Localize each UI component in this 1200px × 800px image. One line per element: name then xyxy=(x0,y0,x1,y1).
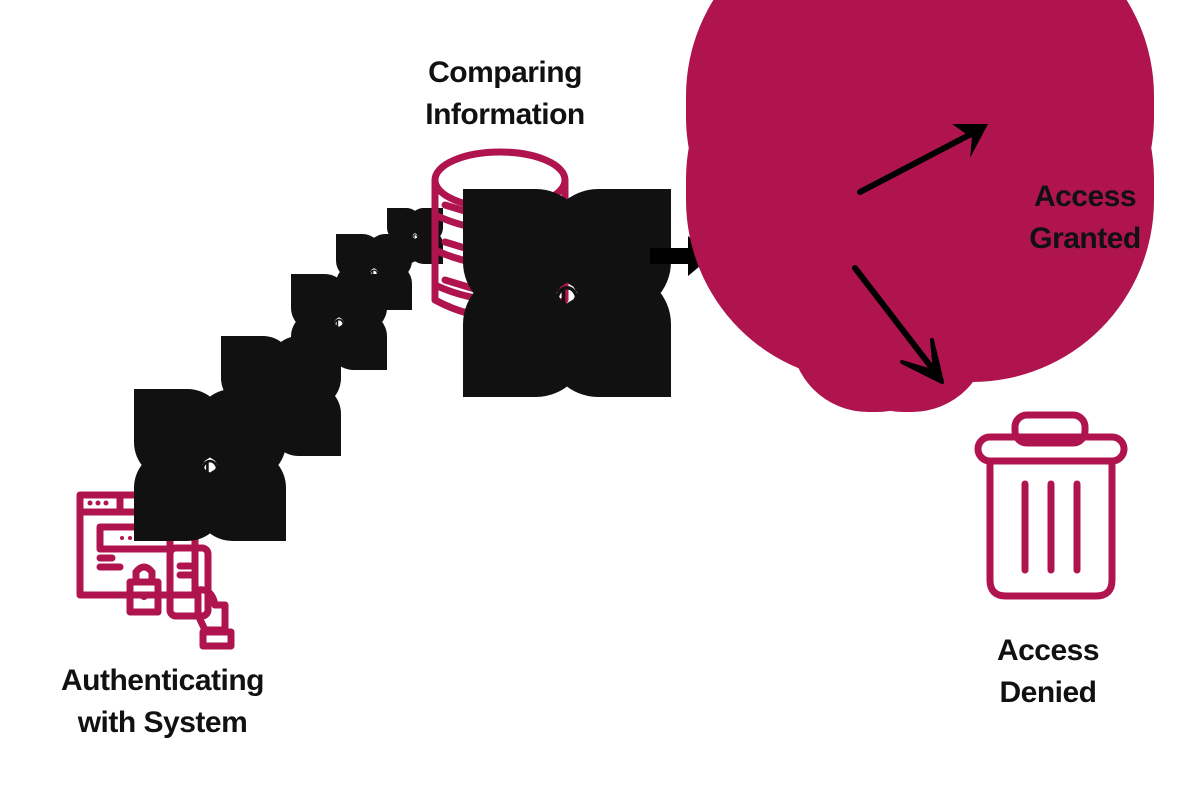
authenticate-label: Authenticating with System xyxy=(30,660,295,744)
fingerprint-granted-icon xyxy=(868,96,972,200)
granted-label: Access Granted xyxy=(1005,176,1165,260)
denied-arrow xyxy=(852,265,944,384)
fingerprint-trail xyxy=(172,222,429,503)
granted-label-line1: Access xyxy=(1033,180,1137,213)
compare-label: Comparing Information xyxy=(400,52,610,136)
denied-label-line2: Denied xyxy=(999,676,1097,709)
compare-label-line2: Information xyxy=(425,98,585,131)
authenticate-label-line2: with System xyxy=(77,706,248,739)
granted-arrow xyxy=(857,124,988,195)
authenticate-label-line1: Authenticating xyxy=(61,664,265,697)
laptop-fingerprint-unlock-icon xyxy=(1016,59,1144,174)
compare-label-line1: Comparing xyxy=(428,56,582,89)
denied-label-line1: Access xyxy=(996,634,1100,667)
denied-label: Access Denied xyxy=(968,630,1128,714)
trash-bin-icon xyxy=(974,411,1128,600)
granted-label-line2: Granted xyxy=(1029,222,1141,255)
fingerprint-icon xyxy=(401,222,429,250)
